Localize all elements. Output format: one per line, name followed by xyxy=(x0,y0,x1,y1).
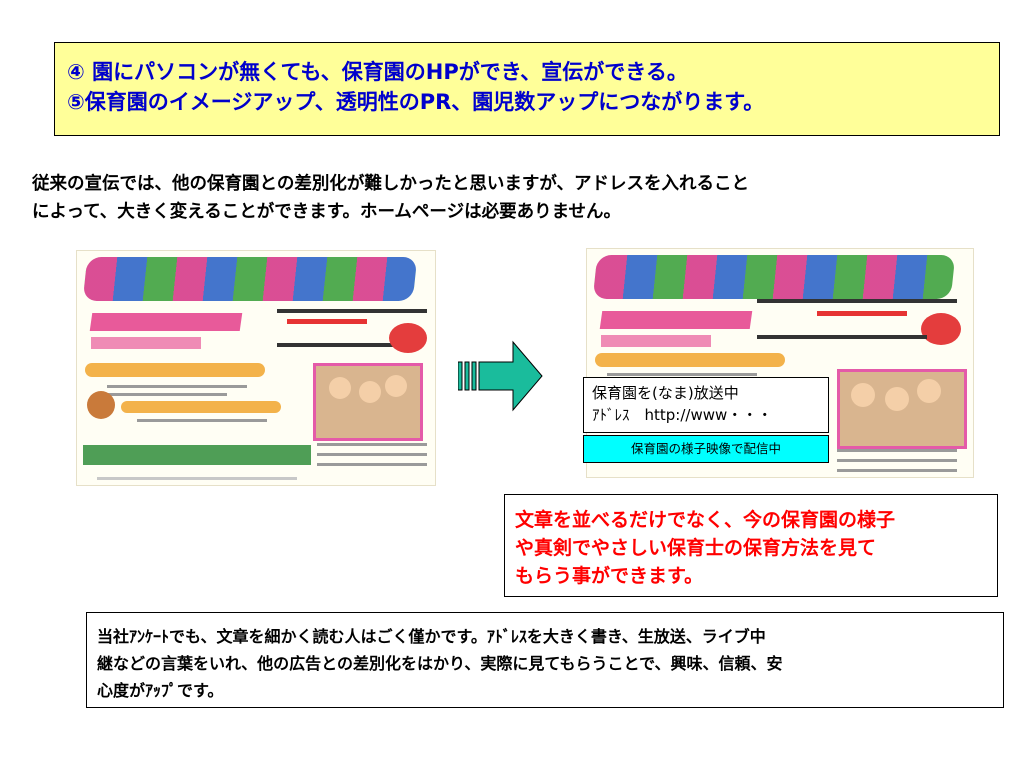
intro-line-2: によって、大きく変えることができます。ホームページは必要ありません。 xyxy=(32,202,622,222)
intro-line-1: 従来の宣伝では、他の保育園との差別化が難しかったと思いますが、アドレスを入れるこ… xyxy=(32,174,749,194)
broadcast-label-line-1: 保育園を(なま)放送中 xyxy=(592,384,739,402)
header-box: ④ 園にパソコンが無くても、保育園のHPができ、宣伝ができる。 ⑤保育園のイメー… xyxy=(54,42,1000,136)
survey-note-line-1: 当社ｱﾝｹｰﾄでも、文章を細かく読む人はごく僅かです。ｱﾄﾞﾚｽを大きく書き、生… xyxy=(97,627,766,646)
address-line: ｱﾄﾞﾚｽ http://www・・・ xyxy=(592,406,773,424)
red-message-line-3: もらう事ができます。 xyxy=(515,565,704,587)
right-arrow-icon xyxy=(458,340,543,412)
red-message-line-2: や真剣でやさしい保育士の保育方法を見て xyxy=(515,537,877,559)
red-message-line-1: 文章を並べるだけでなく、今の保育園の様子 xyxy=(515,509,896,531)
broadcast-label: 保育園を(なま)放送中 ｱﾄﾞﾚｽ http://www・・・ xyxy=(583,377,829,433)
poster-before-image xyxy=(76,250,436,486)
intro-paragraph: 従来の宣伝では、他の保育園との差別化が難しかったと思いますが、アドレスを入れるこ… xyxy=(32,170,1012,226)
broadcast-caption: 保育園の様子映像で配信中 xyxy=(583,435,829,463)
survey-note-line-3: 心度がｱｯﾌﾟです。 xyxy=(97,681,224,700)
header-line-2: ⑤保育園のイメージアップ、透明性のPR、園児数アップにつながります。 xyxy=(67,90,765,114)
red-message-box: 文章を並べるだけでなく、今の保育園の様子 や真剣でやさしい保育士の保育方法を見て… xyxy=(504,494,998,597)
header-line-1: ④ 園にパソコンが無くても、保育園のHPができ、宣伝ができる。 xyxy=(67,60,688,84)
survey-note-line-2: 継などの言葉をいれ、他の広告との差別化をはかり、実際に見てもらうことで、興味、信… xyxy=(97,654,783,673)
survey-note-box: 当社ｱﾝｹｰﾄでも、文章を細かく読む人はごく僅かです。ｱﾄﾞﾚｽを大きく書き、生… xyxy=(86,612,1004,708)
